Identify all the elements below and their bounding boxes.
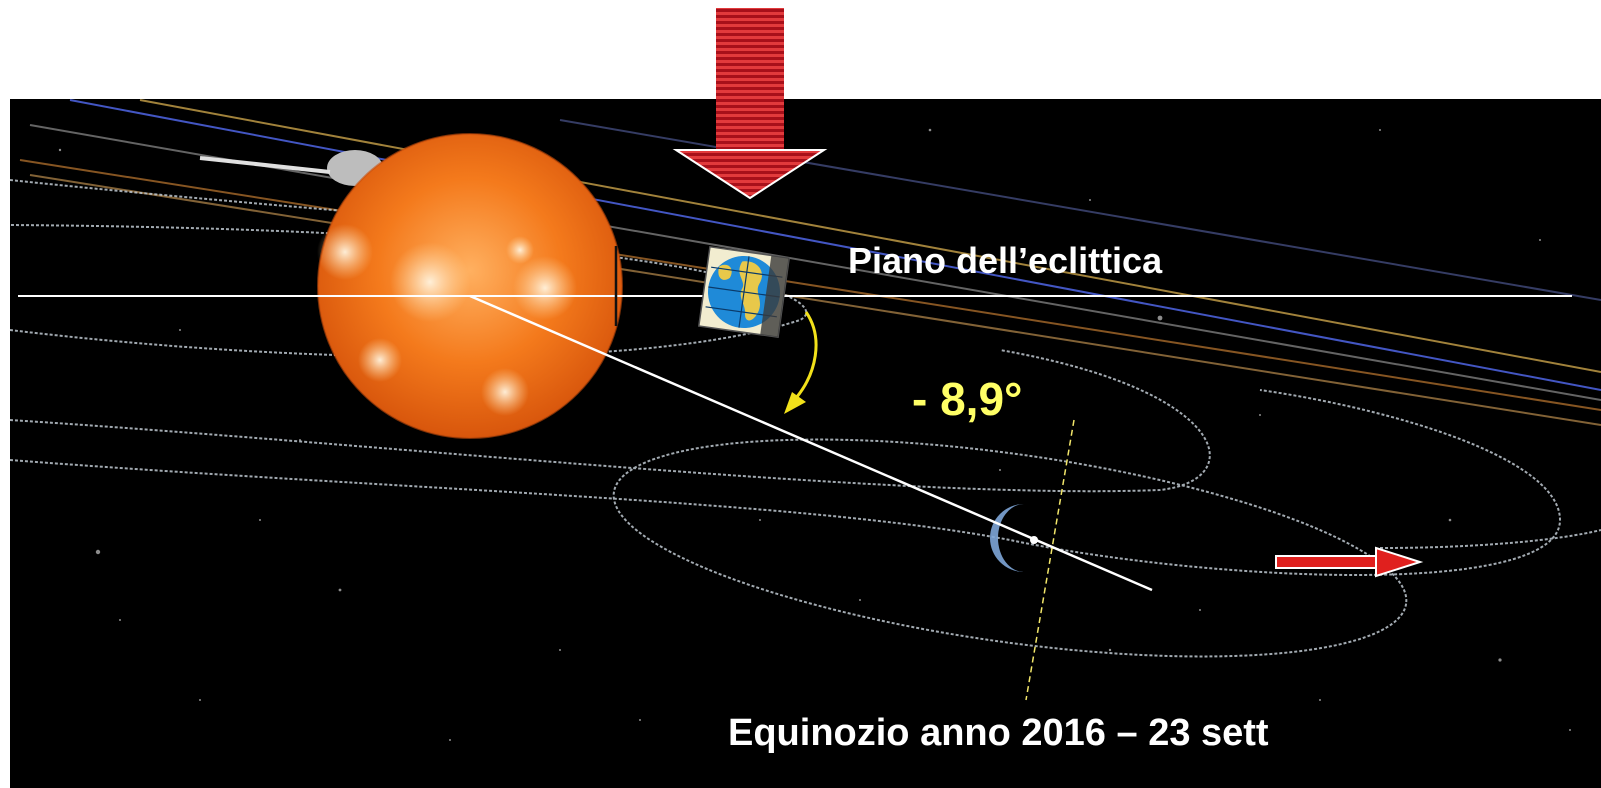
equinox-date-label: Equinozio anno 2016 – 23 sett bbox=[728, 712, 1269, 754]
ecliptic-plane-label: Piano dell’eclittica bbox=[848, 240, 1163, 281]
right-arrow-icon bbox=[1275, 546, 1424, 578]
inclination-angle-label: - 8,9° bbox=[912, 373, 1023, 425]
space-background bbox=[10, 99, 1601, 788]
rotation-axis-line bbox=[1025, 419, 1075, 701]
earth-cube-icon bbox=[697, 245, 791, 339]
curved-arrow-icon bbox=[784, 311, 818, 414]
sun bbox=[317, 133, 623, 439]
down-arrow-icon bbox=[672, 8, 828, 200]
inclined-plane-line bbox=[469, 294, 1153, 592]
outer-orbits bbox=[19, 99, 1601, 426]
